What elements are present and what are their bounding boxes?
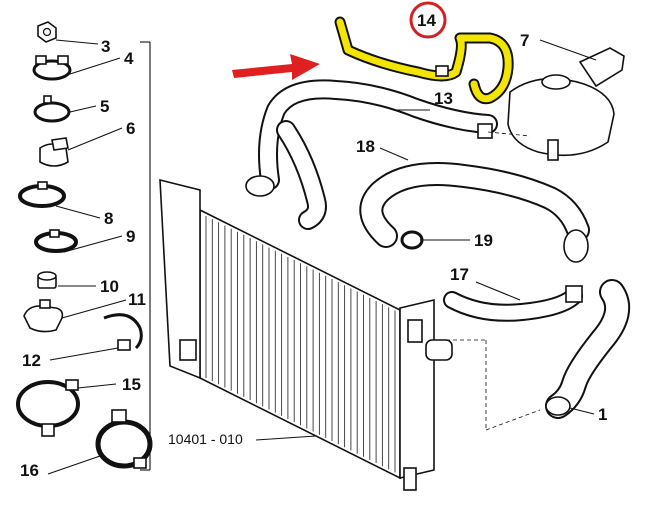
hose-14-highlighted — [334, 16, 514, 105]
hose-18 — [359, 147, 590, 263]
part-5-clamp — [33, 95, 97, 123]
part-3-nut — [37, 21, 99, 45]
part-19-clamp — [400, 230, 470, 250]
expansion-tank — [507, 39, 625, 161]
part-9-clamp — [34, 229, 123, 253]
callout-3: 3 — [101, 37, 110, 56]
part-10-clamp — [37, 271, 96, 289]
radiator — [159, 178, 453, 491]
part-6-clamp — [39, 127, 123, 167]
callout-18: 18 — [356, 137, 375, 156]
red-pointer-arrow — [232, 54, 320, 80]
callout-13: 13 — [434, 89, 453, 108]
callout-9: 9 — [126, 227, 135, 246]
callout-15: 15 — [122, 375, 141, 394]
hose-13 — [245, 79, 498, 230]
part-12-clamp — [49, 313, 143, 361]
callout-14: 14 — [417, 11, 436, 30]
callout-1: 1 — [598, 405, 607, 424]
callout-19: 19 — [474, 231, 493, 250]
callout-labels: 3 4 5 6 7 8 9 10 11 12 13 14 15 16 17 18… — [20, 11, 607, 480]
part-15-clamp — [16, 379, 117, 437]
callout-10: 10 — [100, 277, 119, 296]
callout-16: 16 — [20, 461, 39, 480]
part-8-clamp — [18, 181, 101, 219]
callout-5: 5 — [100, 97, 109, 116]
dashed-connectors — [432, 131, 541, 431]
callout-6: 6 — [126, 119, 135, 138]
radiator-part-code: 10401 - 010 — [168, 431, 243, 447]
part-4-clamp — [32, 55, 121, 81]
callout-11: 11 — [128, 290, 146, 309]
callout-7: 7 — [520, 31, 529, 50]
clamp-column-bracket — [140, 41, 151, 471]
callout-17: 17 — [450, 265, 469, 284]
hose-17 — [443, 281, 583, 322]
hose-1 — [545, 279, 631, 419]
part-11-clamp — [23, 299, 127, 333]
part-16-clamp — [47, 409, 153, 475]
callout-14-highlight-circle — [409, 1, 447, 39]
callout-12: 12 — [22, 351, 41, 370]
callout-4: 4 — [124, 49, 134, 68]
callout-8: 8 — [104, 209, 113, 228]
